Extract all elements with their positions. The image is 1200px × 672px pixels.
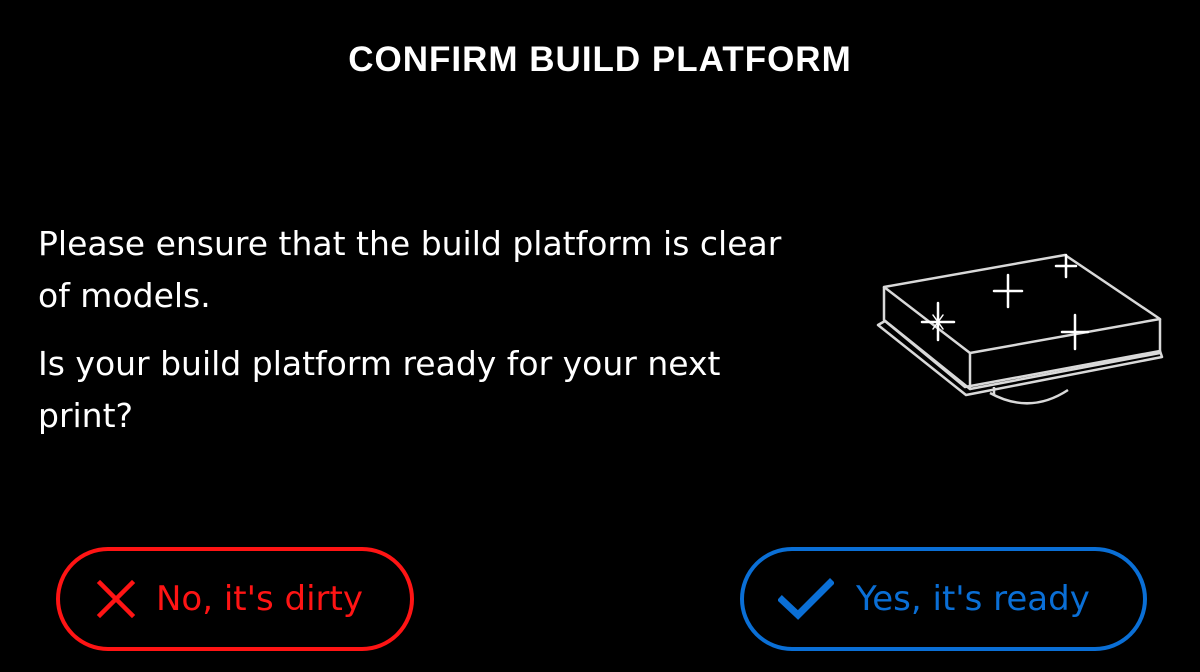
page-title: CONFIRM BUILD PLATFORM xyxy=(348,40,852,79)
ready-question: Is your build platform ready for your ne… xyxy=(38,344,721,435)
build-platform-clean-icon xyxy=(876,253,1164,405)
clear-platform-message: Please ensure that the build platform is… xyxy=(38,224,782,315)
message-body: Please ensure that the build platform is… xyxy=(38,218,818,458)
x-icon xyxy=(96,579,136,619)
no-dirty-button[interactable]: No, it's dirty xyxy=(56,547,414,651)
checkmark-icon xyxy=(778,578,834,620)
yes-button-label: Yes, it's ready xyxy=(856,579,1090,619)
yes-ready-button[interactable]: Yes, it's ready xyxy=(740,547,1147,651)
no-button-label: No, it's dirty xyxy=(156,579,363,619)
